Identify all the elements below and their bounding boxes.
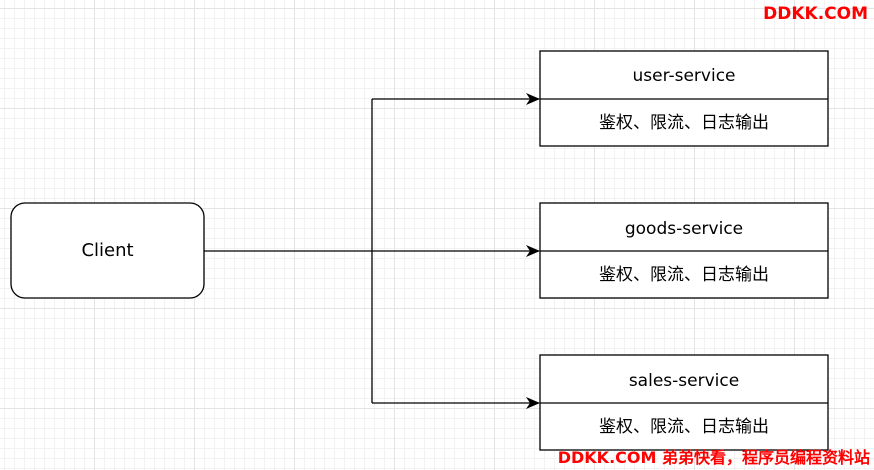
watermark-bottom: DDKK.COM 弟弟快看，程序员编程资料站 xyxy=(557,448,870,467)
service-features: 鉴权、限流、日志输出 xyxy=(599,113,769,133)
service-node-user[interactable]: user-service 鉴权、限流、日志输出 xyxy=(539,50,829,147)
watermark-top: DDKK.COM xyxy=(763,4,868,24)
service-features: 鉴权、限流、日志输出 xyxy=(599,265,769,285)
service-name: sales-service xyxy=(629,371,739,391)
service-name: user-service xyxy=(632,66,735,86)
service-node-sales[interactable]: sales-service 鉴权、限流、日志输出 xyxy=(539,354,829,451)
service-name: goods-service xyxy=(625,219,743,239)
service-node-goods[interactable]: goods-service 鉴权、限流、日志输出 xyxy=(539,202,829,299)
client-label: Client xyxy=(81,240,133,261)
service-features: 鉴权、限流、日志输出 xyxy=(599,417,769,437)
connectors xyxy=(204,93,540,409)
client-node[interactable]: Client xyxy=(10,202,205,299)
